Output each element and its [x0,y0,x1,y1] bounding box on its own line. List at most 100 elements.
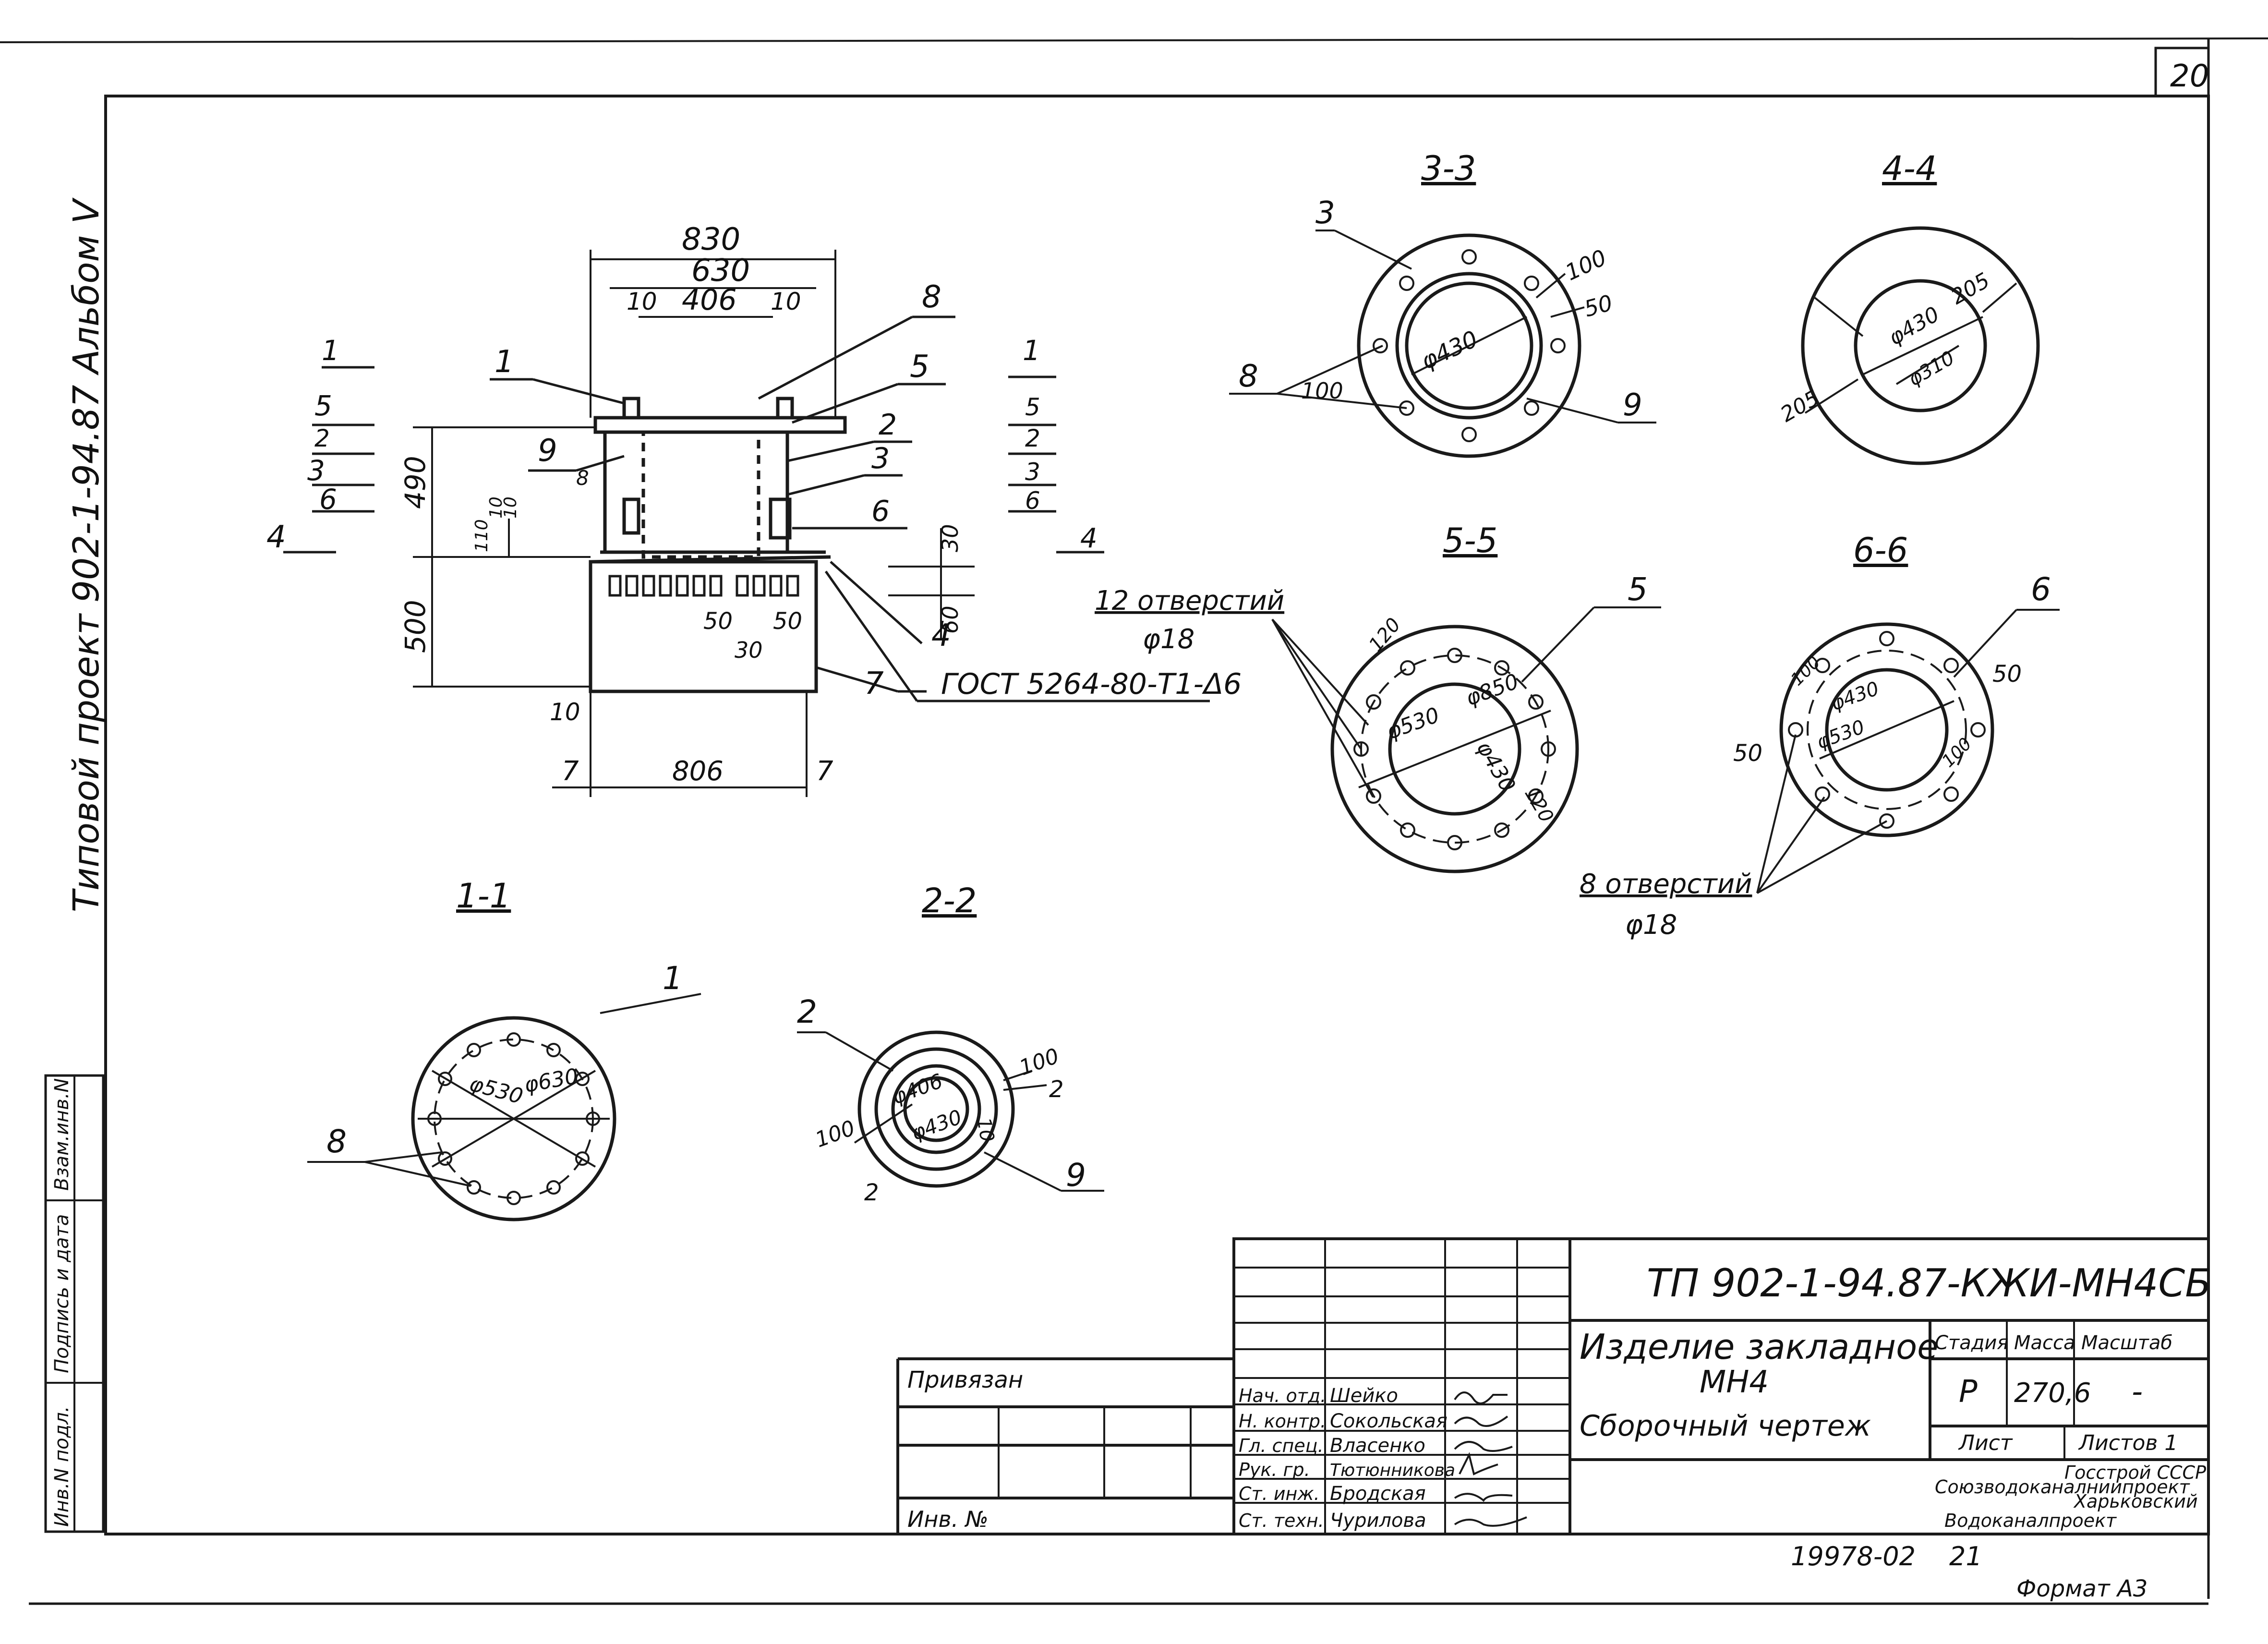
sec22-leader-2: 2 [797,993,817,1030]
section-title-2-2: 2-2 [922,881,977,920]
sec11-leader-8: 8 [326,1123,347,1160]
role-3: Рук. гр. [1239,1459,1310,1480]
sec55-holes-dia: φ18 [1143,624,1194,655]
dim-830: 830 [682,222,740,257]
sec66-dim50b: 50 [1733,740,1762,767]
dim-10d: 10 [501,496,520,519]
org-line-2: Союзводоканалниипроект [1935,1476,2191,1498]
sec33-dia430: φ430 [1417,326,1482,375]
cut-mark-l4: 4 [266,520,286,555]
org-line-4: Водоканалпроект [1944,1510,2117,1531]
sec55-holes-label: 12 отверстий [1095,585,1284,616]
sec22-leader-9: 9 [1066,1157,1086,1194]
name-2: Власенко [1330,1435,1425,1457]
section-title-6-6: 6-6 [1853,531,1908,570]
dim-110: 110 [472,519,492,552]
section-title-4-4: 4-4 [1882,149,1937,188]
role-5: Ст. техн. [1239,1510,1324,1531]
mass-value: 270,6 [2014,1378,2091,1409]
inv-no-label: Инв. № [907,1506,989,1532]
cut-mark-r1: 1 [1023,334,1040,367]
side-title: Типовой проект 902-1-94.87 Альбом V [66,197,107,912]
sec55-leader-5: 5 [1628,571,1648,608]
doc-code: ТП 902-1-94.87-КЖИ-МН4СБ [1647,1261,2211,1306]
dim-30b: 30 [735,637,763,663]
name-4: Бродская [1330,1483,1426,1505]
cut-mark-r6: 6 [1025,487,1040,515]
leader-label-8a: 8 [576,466,589,490]
dim-10c: 10 [486,496,506,519]
dim-630: 630 [691,253,750,289]
dim-50b: 50 [773,608,802,635]
sec66-leader-6: 6 [2031,571,2051,608]
dim-406: 406 [682,283,737,317]
sec66-dim50a: 50 [1992,661,2022,688]
sec33-dim100b: 100 [1301,378,1343,404]
side-stamp-inv: Инв.N подл. [51,1406,73,1527]
section-3-3: 3-3 φ430 100 50 100 3 8 9 [1229,149,1656,458]
dim-50a: 50 [703,608,733,635]
leader-label-1: 1 [495,344,514,380]
scale-value: - [2132,1374,2143,1410]
sec22-dim100b: 100 [812,1116,858,1153]
sec33-dim100a: 100 [1561,244,1610,286]
bottom-code: 19978-02 [1791,1541,1916,1571]
item-name-1: Изделие закладное [1580,1327,1938,1367]
dim-490: 490 [399,456,432,509]
sec44-dia310: φ310 [1905,347,1958,390]
name-5: Чурилова [1330,1510,1426,1532]
sec55-dim120a: 120 [1364,614,1405,656]
sec22-dia406: φ406 [889,1069,946,1109]
signature-marks [1454,1391,1527,1527]
sec33-leader-9: 9 [1623,387,1642,423]
role-0: Нач. отд. [1239,1385,1326,1406]
cut-mark-l5: 5 [314,389,332,422]
sec55-dim120b: 120 [1520,784,1557,826]
sec11-leader-1: 1 [663,960,683,997]
cut-mark-l6: 6 [319,483,337,516]
dim-60: 60 [937,605,963,634]
dim-10e: 10 [550,698,580,726]
side-stamp-sign: Подпись и дата [51,1214,73,1373]
leader-label-5: 5 [910,349,929,385]
sec66-holes-label: 8 отверстий [1580,869,1752,900]
sec33-dim50: 50 [1581,290,1616,322]
sec66-dia530: φ530 [1814,716,1868,753]
cut-mark-r3: 3 [1025,458,1040,486]
section-title-5-5: 5-5 [1443,521,1497,560]
dim-10a: 10 [627,288,657,315]
sec66-holes-dia: φ18 [1625,909,1677,941]
role-2: Гл. спец. [1239,1435,1324,1456]
dim-10b: 10 [771,288,801,315]
leader-label-2: 2 [879,408,897,442]
item-name-3: Сборочный чертеж [1580,1409,1871,1443]
item-name-2: МН4 [1700,1365,1769,1400]
cut-mark-r4: 4 [1080,523,1098,554]
format-label: Формат А3 [2016,1575,2147,1602]
sec33-leader-8: 8 [1239,359,1258,394]
cut-mark-l1: 1 [322,334,339,367]
sec55-dia850: φ850 [1462,669,1522,711]
bottom-page: 21 [1949,1541,1982,1571]
sec22-dim100a: 100 [1016,1044,1062,1081]
leader-label-4: 4 [931,618,951,653]
corner-number: 20 [2170,59,2209,94]
sec66-dia430: φ430 [1828,677,1882,715]
leader-label-7: 7 [864,666,884,701]
section-2-2: 2-2 φ406 φ430 10 100 100 2 2 2 9 [797,881,1104,1206]
sec22-dim2b: 2 [864,1179,879,1206]
section-1-1: 1-1 φ530 φ630 1 8 [307,876,701,1221]
name-0: Шейко [1330,1385,1398,1407]
side-stamp: Инв.N подл. Подпись и дата Взам.инв.N [44,1074,105,1533]
cut-mark-r5: 5 [1025,393,1040,421]
leader-label-9: 9 [538,433,557,469]
sec33-leader-3: 3 [1315,195,1335,231]
title-block: ТП 902-1-94.87-КЖИ-МН4СБ Изделие закладн… [896,1237,2211,1535]
sheet-header: Лист [1958,1431,2013,1455]
stage-value: Р [1959,1374,1978,1410]
dim-500: 500 [399,600,432,653]
section-title-1-1: 1-1 [456,876,511,916]
leader-label-8b: 8 [922,279,941,315]
gost-weld-note: ГОСТ 5264-80-Т1-Δ6 [941,667,1242,701]
